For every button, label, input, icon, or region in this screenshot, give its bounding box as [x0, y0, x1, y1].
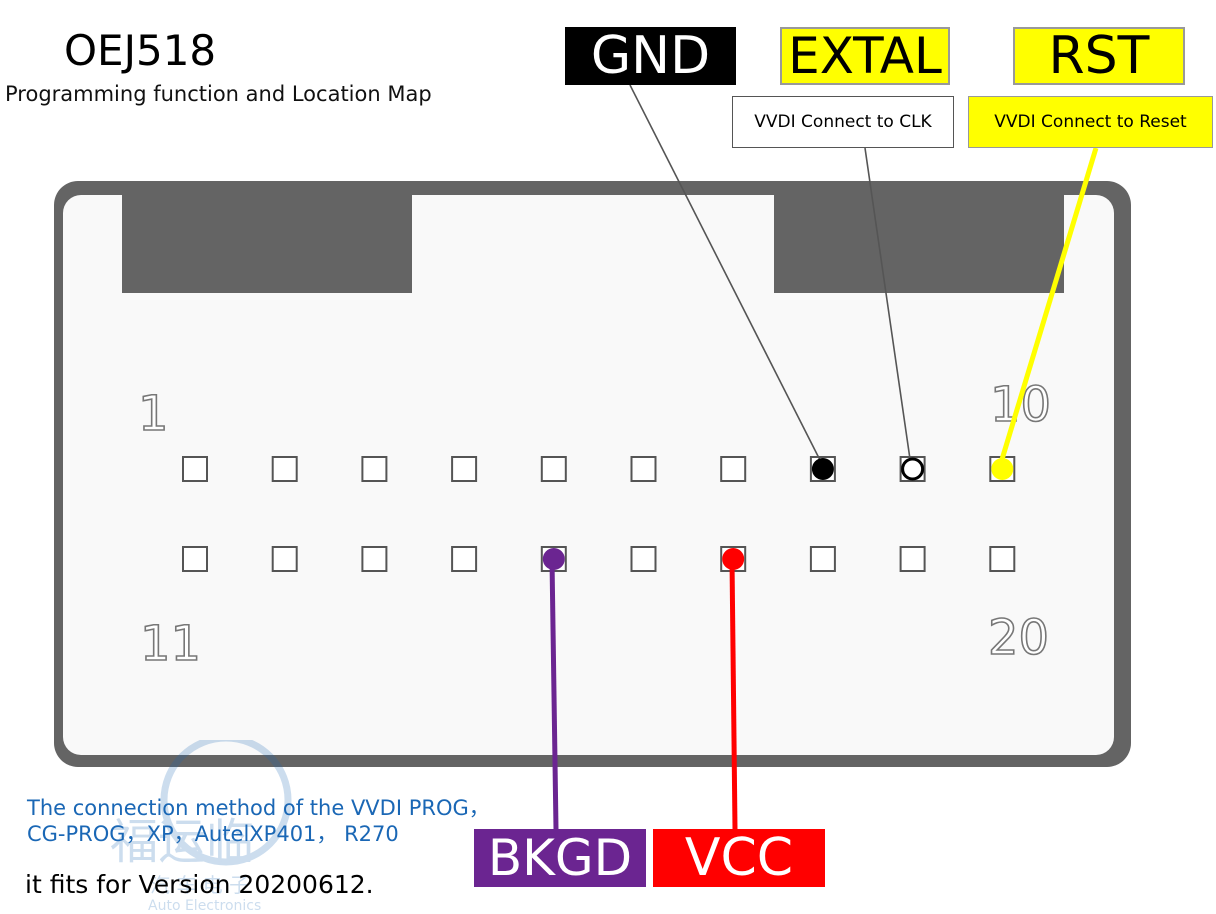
- gnd-leader-line: [629, 84, 824, 467]
- version-text: it fits for Version 20200612.: [25, 870, 374, 899]
- extal-pin-dot: [901, 457, 925, 481]
- page-subtitle: Programming function and Location Map: [5, 82, 432, 106]
- connection-method-text: The connection method of the VVDI PROG， …: [27, 795, 490, 847]
- watermark-en: Auto Electronics: [148, 898, 261, 914]
- extal-leader-line: [864, 147, 912, 467]
- rst-leader-line: [997, 147, 1099, 467]
- page-title: OEJ518: [64, 26, 217, 75]
- vcc-leader-line: [729, 559, 738, 830]
- pin-2: [271, 456, 298, 482]
- pin-20: [989, 546, 1016, 572]
- extal-note: VVDI Connect to CLK: [732, 96, 954, 148]
- pin-number-11: 11: [140, 616, 201, 672]
- pin-7: [720, 456, 747, 482]
- watermark-subtext: 汽 车 电 子: [150, 873, 249, 897]
- pin-number-1: 1: [138, 386, 169, 442]
- pin-13: [361, 546, 388, 572]
- vcc-label: VCC: [653, 828, 825, 888]
- gnd-pin-dot: [811, 458, 834, 480]
- vcc-pin-dot: [722, 548, 745, 570]
- pin-number-20: 20: [988, 610, 1049, 666]
- pin-11: [182, 546, 208, 572]
- bkgd-leader-line: [549, 559, 559, 830]
- key-tab-left: [122, 195, 412, 293]
- pin-1: [182, 456, 208, 482]
- pin-12: [271, 546, 298, 572]
- pin-19: [899, 546, 926, 572]
- connection-line-1: The connection method of the VVDI PROG，: [27, 796, 490, 820]
- extal-label: EXTAL: [780, 27, 950, 85]
- key-tab-right: [774, 195, 1064, 293]
- pin-14: [451, 546, 478, 572]
- rst-label: RST: [1013, 26, 1185, 86]
- pin-5: [540, 456, 567, 482]
- connector-face: [63, 195, 1114, 755]
- rst-pin-dot: [991, 458, 1014, 480]
- pin-18: [809, 546, 836, 572]
- pin-number-10: 10: [990, 377, 1051, 433]
- bkgd-label: BKGD: [474, 829, 646, 887]
- watermark-text: 福运临: [110, 814, 254, 870]
- gnd-label: GND: [565, 26, 736, 86]
- watermark-logo: 福运临 汽 车 电 子 Auto Electronics: [110, 740, 292, 914]
- pin-6: [630, 456, 657, 482]
- pin-4: [451, 456, 478, 482]
- bkgd-pin-dot: [542, 548, 565, 570]
- pin-16: [630, 546, 657, 572]
- pin-3: [361, 456, 388, 482]
- connection-line-2: CG-PROG，XP，AutelXP401， R270: [27, 822, 399, 846]
- rst-note: VVDI Connect to Reset: [968, 96, 1213, 148]
